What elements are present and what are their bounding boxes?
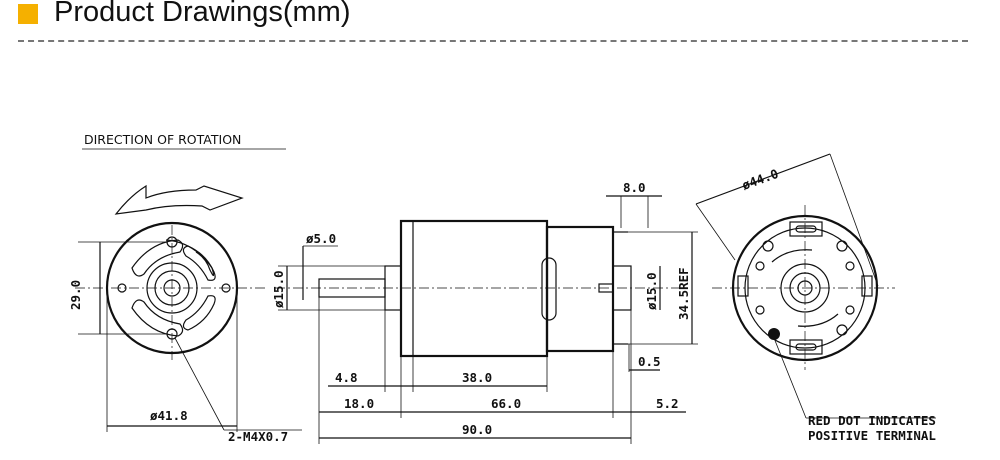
dim-shaft-dia: ø5.0: [306, 231, 336, 246]
rear-hole-7: [836, 324, 848, 336]
note-leader: [773, 337, 807, 419]
rear-clip-left: [737, 275, 749, 297]
dim-rear-boss-dia: ø15.0: [644, 272, 659, 310]
rear-hole-4: [845, 261, 855, 271]
dim-height-ref: 34.5REF: [676, 267, 691, 320]
rear-hole-3: [755, 261, 765, 271]
dim-front-height: 29.0: [68, 280, 83, 310]
rear-terminal-bottom: [789, 339, 823, 355]
front-view: DIRECTION OF ROTATION 29.0 ø41: [68, 132, 302, 444]
note-line1: RED DOT INDICATES: [808, 413, 936, 428]
rear-hole-6: [845, 305, 855, 315]
rear-hole-2: [836, 240, 848, 252]
rear-boss-inner: [789, 272, 821, 304]
motor-can: [399, 219, 549, 358]
rear-arc-bottom: [797, 313, 839, 327]
dim-can-len: 38.0: [462, 370, 492, 385]
dim-44-ext-l: [695, 203, 736, 261]
rear-terminal-bottom-slot: [795, 343, 817, 351]
front-slot-right-top: [182, 245, 216, 281]
accent-square-icon: [18, 4, 38, 24]
positive-dot-icon: [768, 328, 780, 340]
dim-terminal-width: 8.0: [623, 180, 646, 195]
dim-terminal-gap: 0.5: [638, 354, 661, 369]
front-boss-inner: [154, 270, 190, 306]
screw-leader: [174, 337, 225, 431]
front-housing: [105, 221, 239, 355]
front-boss-outer: [146, 262, 198, 314]
rear-inner-ring: [744, 227, 866, 349]
rear-shaft: [797, 280, 813, 296]
rotation-arrow-icon: [114, 184, 244, 215]
rear-view: ø44.0 RED DOT INDICATES POSITIVE TERMINA…: [695, 153, 936, 443]
dim-body-len: 66.0: [491, 396, 521, 411]
direction-label: DIRECTION OF ROTATION: [84, 132, 241, 147]
rear-boss-outer: [780, 263, 830, 313]
dim-44-ext-r: [829, 153, 879, 287]
rear-bushing: [598, 283, 614, 293]
dim-44-line: [695, 153, 831, 205]
dashed-divider: [18, 40, 968, 42]
rear-hole-1: [762, 240, 774, 252]
rear-clip-right: [861, 275, 873, 297]
front-shaft: [163, 279, 181, 297]
dim-total-len: 90.0: [462, 422, 492, 437]
dim-front-diameter: ø41.8: [150, 408, 188, 423]
rear-terminal-top-slot: [795, 225, 817, 233]
front-slot-tl: [131, 239, 184, 277]
dim-mount-screws: 2-M4X0.7: [228, 429, 288, 444]
vent-slot: [541, 257, 557, 321]
rear-arc-top: [771, 249, 813, 263]
side-view: ø5.0 ø15.0 8.0 ø15.0 34.5REF 0.5 4.8 38.…: [271, 180, 698, 444]
dim-shaft-len: 18.0: [344, 396, 374, 411]
front-slot-br: [182, 295, 216, 331]
end-cap: [545, 225, 615, 353]
front-vent-left: [117, 283, 127, 293]
dim-rear-diameter: ø44.0: [740, 166, 781, 193]
dim-boss-len: 4.8: [335, 370, 358, 385]
dim-rear-len: 5.2: [656, 396, 679, 411]
section-title: Product Drawings(mm): [54, 0, 351, 28]
section-header: Product Drawings(mm): [18, 0, 968, 44]
rear-terminal-top: [789, 221, 823, 237]
dim-boss-dia: ø15.0: [271, 270, 286, 308]
front-slot-bl: [131, 299, 184, 337]
rear-housing: [731, 214, 879, 362]
front-vent-right: [221, 283, 231, 293]
rear-hole-5: [755, 305, 765, 315]
note-line2: POSITIVE TERMINAL: [808, 428, 936, 443]
